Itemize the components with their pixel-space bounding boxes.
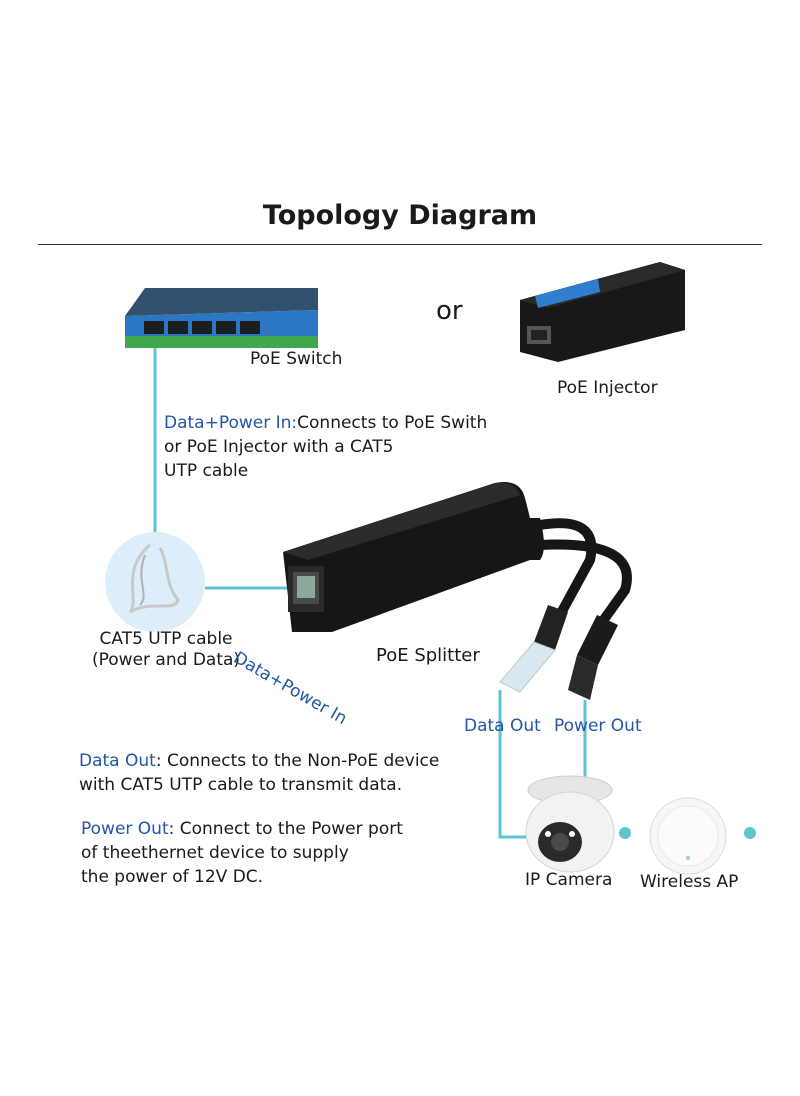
description-text: of theethernet device to supply — [81, 843, 349, 863]
bullet-dot — [619, 827, 631, 839]
description-text: : Connect to the Power port — [168, 819, 403, 839]
data-power-in-description: Data+Power In:Connects to PoE Swith or P… — [164, 411, 487, 483]
description-text: the power of 12V DC. — [81, 867, 264, 887]
power-out-label: Power Out — [554, 716, 642, 736]
poe-switch-label: PoE Switch — [250, 349, 343, 369]
ip-camera-image — [525, 775, 615, 873]
title-divider — [38, 244, 762, 245]
connection-lines — [153, 348, 587, 839]
description-text: or PoE Injector with a CAT5 — [164, 437, 394, 457]
power-out-description: Power Out: Connect to the Power port of … — [81, 817, 403, 889]
poe-injector-image — [520, 262, 685, 362]
data-out-label: Data Out — [464, 716, 541, 736]
cat5-cable-label-line1: CAT5 UTP cable — [99, 629, 233, 649]
description-text: : Connects to the Non-PoE device — [155, 751, 440, 771]
data-out-desc-label: Data Out — [79, 751, 156, 771]
diagram-title: Topology Diagram — [262, 200, 538, 231]
or-label: or — [436, 296, 463, 326]
poe-injector-label: PoE Injector — [557, 378, 658, 398]
data-out-description: Data Out: Connects to the Non-PoE device… — [79, 749, 439, 797]
rj45-plug — [499, 605, 568, 693]
poe-splitter-image — [283, 482, 632, 700]
dc-plug — [568, 615, 618, 700]
description-text: with CAT5 UTP cable to transmit data. — [79, 775, 403, 795]
wireless-ap-image — [649, 797, 727, 875]
data-out-line — [498, 690, 535, 839]
poe-splitter-label: PoE Splitter — [376, 645, 480, 666]
description-text: UTP cable — [164, 461, 249, 481]
bullet-dot — [744, 827, 756, 839]
cat5-cable-label: CAT5 UTP cable (Power and Data) — [92, 629, 240, 671]
power-out-desc-label: Power Out — [81, 819, 169, 839]
cat5-cable-image — [105, 532, 205, 632]
cat5-cable-label-line2: (Power and Data) — [92, 650, 241, 670]
ip-camera-label: IP Camera — [525, 870, 613, 890]
wireless-ap-label: Wireless AP — [640, 872, 739, 892]
data-power-in-label: Data+Power In: — [164, 413, 298, 433]
description-text: Connects to PoE Swith — [297, 413, 488, 433]
poe-switch-image — [125, 288, 318, 348]
